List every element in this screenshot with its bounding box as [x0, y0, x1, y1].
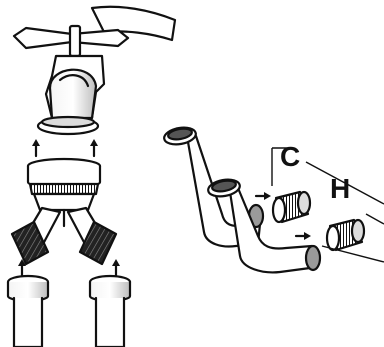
water-tap	[12, 5, 177, 136]
hot-label: H	[330, 173, 350, 204]
inlet-hose-left	[6, 274, 50, 347]
machine-outline	[271, 147, 384, 263]
inlet-valve-hot	[325, 218, 366, 252]
inlet-valve-cold	[271, 190, 312, 224]
up-arrows-tap	[32, 139, 98, 158]
inlet-hose-right	[88, 274, 132, 347]
y-splitter	[10, 157, 118, 266]
right-arrows	[254, 192, 311, 240]
up-arrows-hoses	[18, 259, 120, 278]
hose-hot	[207, 178, 322, 274]
cold-label: C	[280, 141, 300, 172]
